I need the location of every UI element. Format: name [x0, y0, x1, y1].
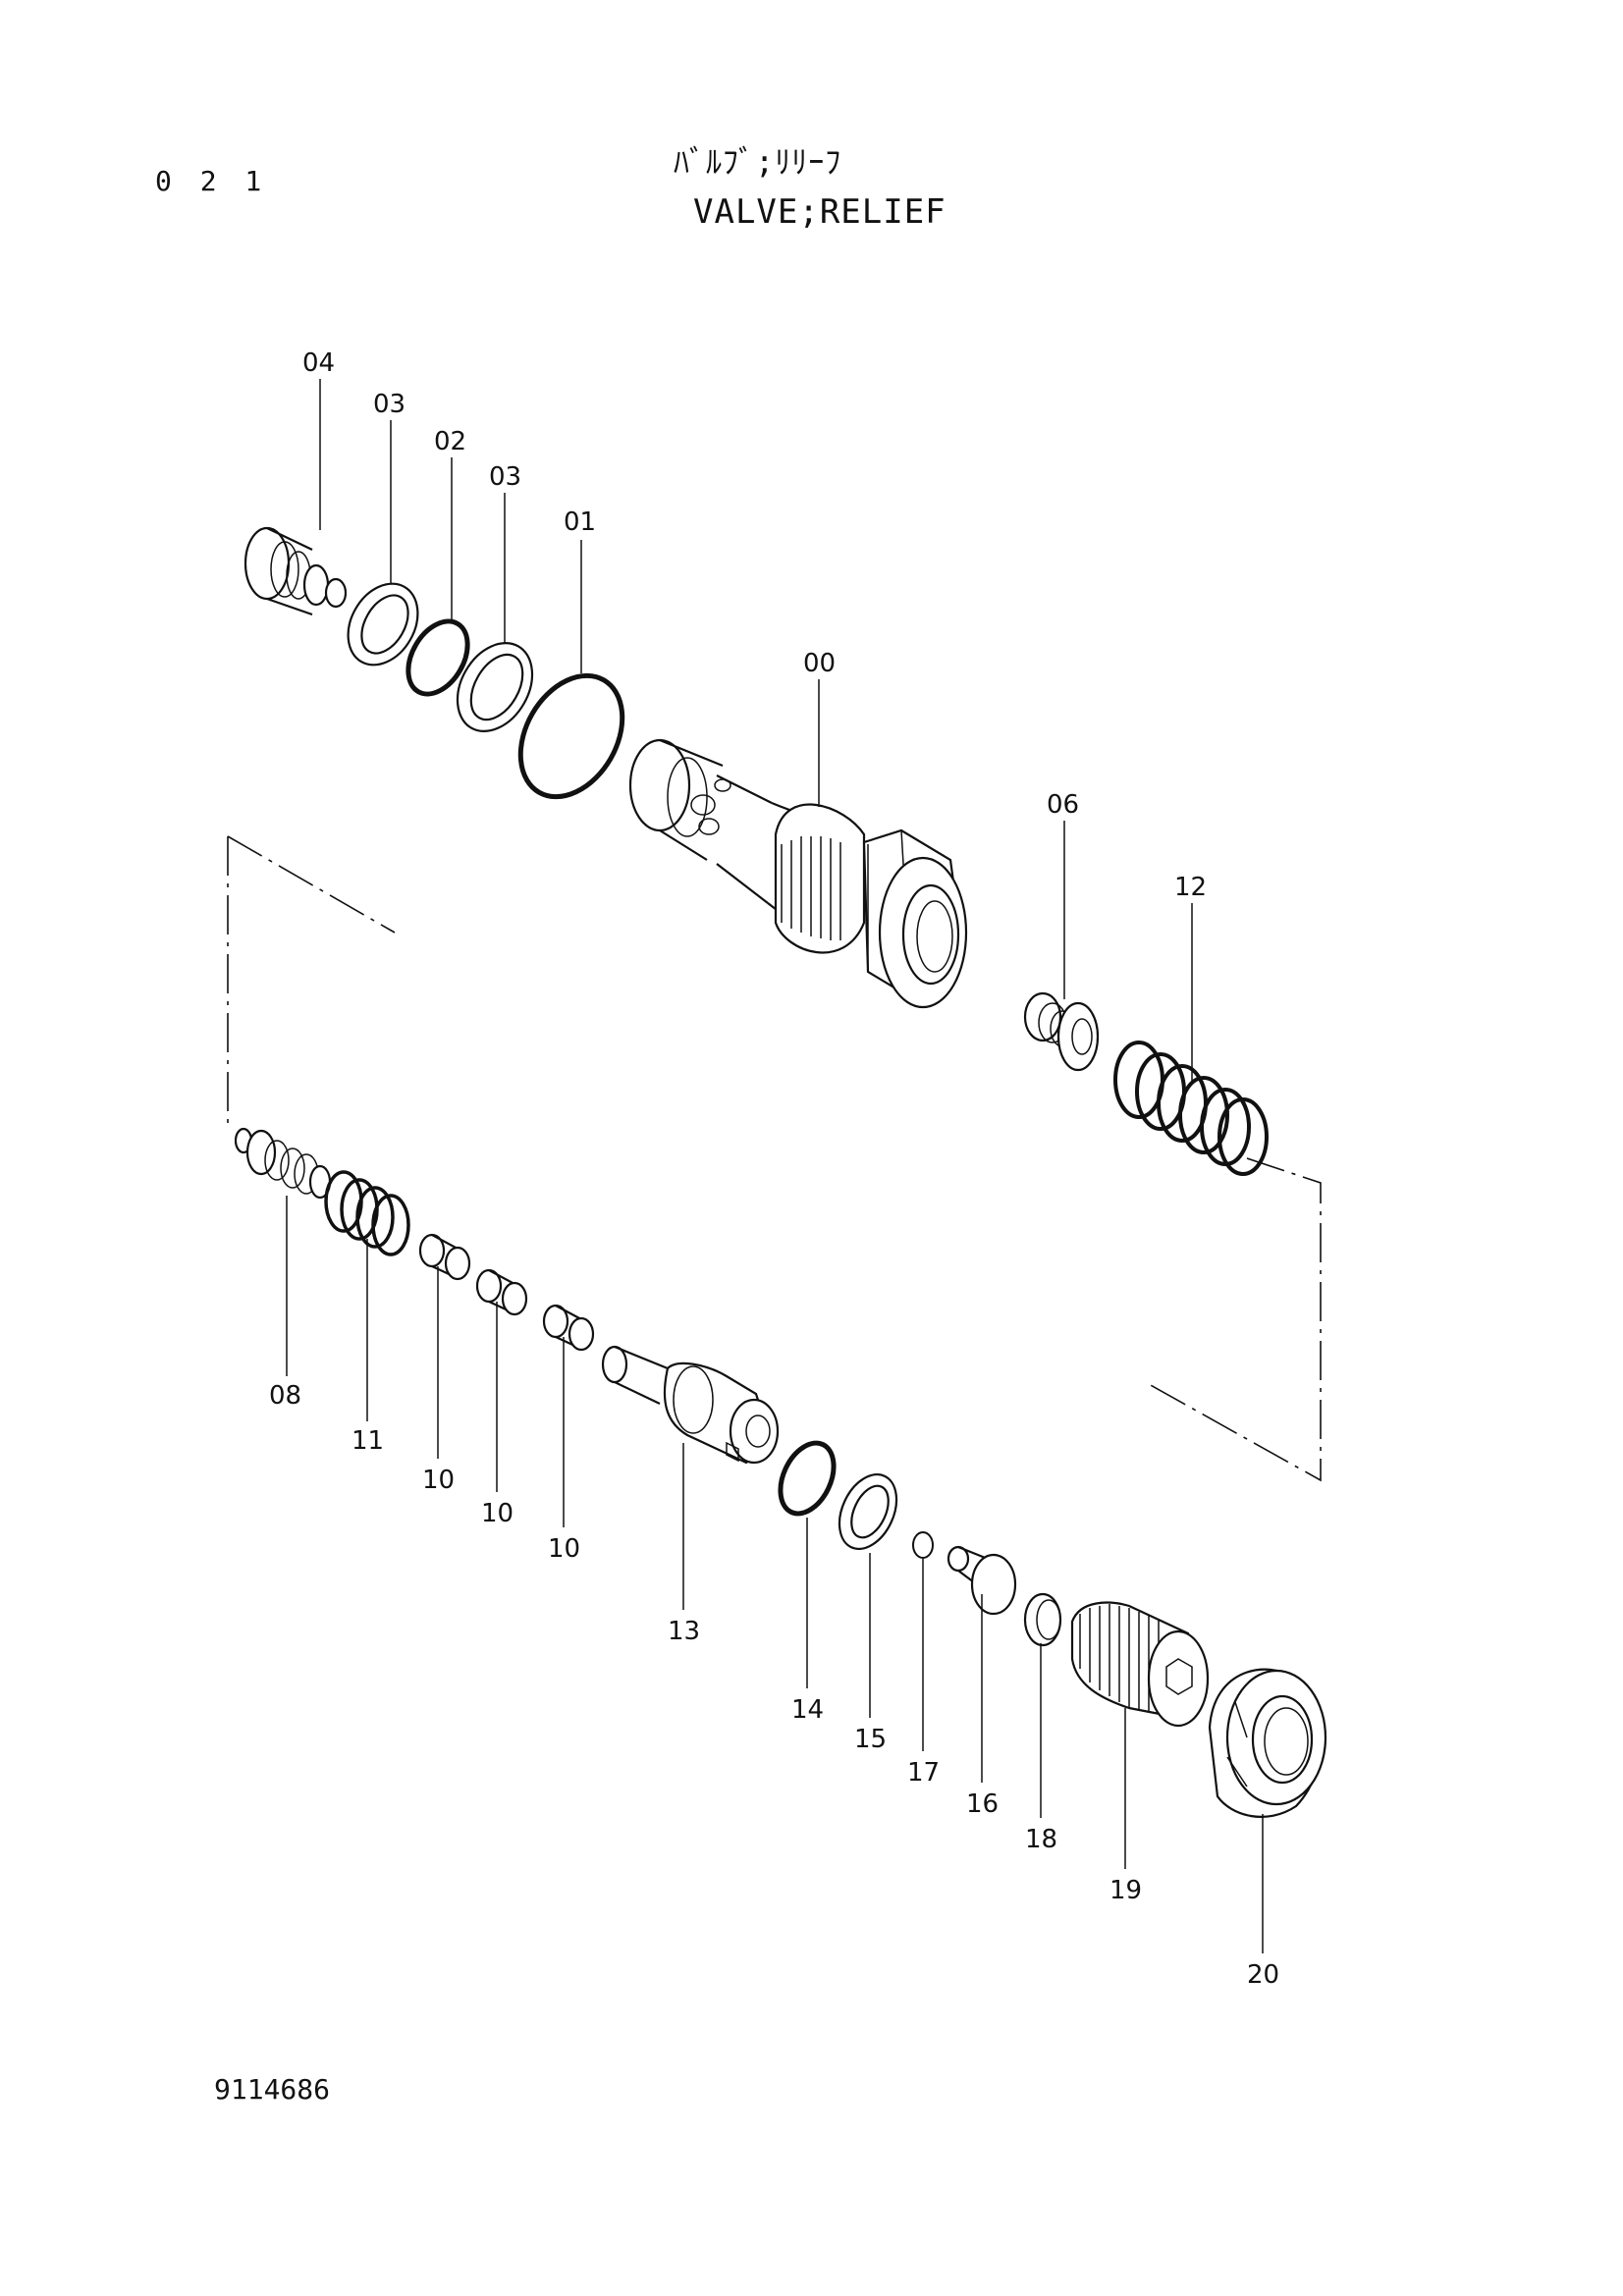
part-19-adjusting-screw — [1070, 1601, 1210, 1728]
part-02-o-ring — [406, 618, 470, 697]
callout-01: 01 — [564, 507, 596, 537]
callout-20: 20 — [1247, 1960, 1279, 1990]
callout-10: 10 — [481, 1499, 514, 1528]
callout-02: 02 — [434, 427, 466, 456]
part-17-small-o-ring — [912, 1531, 934, 1559]
part-08-pilot-poppet — [234, 1127, 332, 1200]
drawing-number: 9114686 — [214, 2073, 331, 2106]
leader-lines — [286, 379, 1264, 1953]
part-00-valve-body — [628, 738, 968, 1009]
part-03-backup-ring-a — [347, 582, 419, 667]
callout-00: 00 — [803, 649, 836, 678]
callout-10: 10 — [548, 1534, 580, 1564]
callout-18: 18 — [1025, 1825, 1057, 1854]
callout-11: 11 — [352, 1426, 384, 1456]
part-06-poppet — [1023, 991, 1100, 1072]
part-20-lock-nut — [1208, 1668, 1327, 1818]
part-03-backup-ring-b — [456, 641, 534, 733]
title-japanese: ﾊﾞﾙﾌﾞ;ﾘﾘｰﾌ — [674, 143, 842, 181]
part-13-piston — [601, 1345, 780, 1465]
part-16-plug — [947, 1545, 1017, 1616]
callout-08: 08 — [269, 1381, 301, 1411]
callout-10: 10 — [422, 1466, 455, 1495]
callout-04: 04 — [302, 348, 335, 378]
callout-15: 15 — [854, 1725, 887, 1754]
callout-12: 12 — [1174, 873, 1207, 902]
callout-06: 06 — [1047, 790, 1079, 820]
part-10-spacer-b — [475, 1268, 528, 1316]
part-15-backup-ring — [838, 1473, 898, 1550]
part-18-washer — [1023, 1592, 1062, 1647]
part-04-plug — [243, 526, 348, 616]
callout-16: 16 — [966, 1789, 999, 1819]
assembly-guide-lines — [227, 835, 1322, 1482]
part-01-o-ring — [517, 672, 625, 800]
callout-labels: 04 03 02 03 01 00 06 12 08 11 10 10 10 1… — [269, 348, 1279, 1990]
callout-13: 13 — [668, 1617, 700, 1646]
title-english: VALVE;RELIEF — [693, 192, 947, 232]
part-10-spacer-c — [542, 1304, 595, 1352]
callout-19: 19 — [1109, 1876, 1142, 1905]
part-10-spacer-a — [418, 1233, 471, 1281]
part-12-spring — [1113, 1041, 1269, 1176]
page-number: 0 2 1 — [155, 165, 268, 197]
callout-17: 17 — [907, 1758, 940, 1788]
callout-03: 03 — [489, 462, 521, 492]
callout-03: 03 — [373, 390, 406, 419]
callout-14: 14 — [791, 1695, 824, 1725]
part-11-spring — [324, 1170, 410, 1256]
part-14-o-ring — [778, 1440, 837, 1517]
